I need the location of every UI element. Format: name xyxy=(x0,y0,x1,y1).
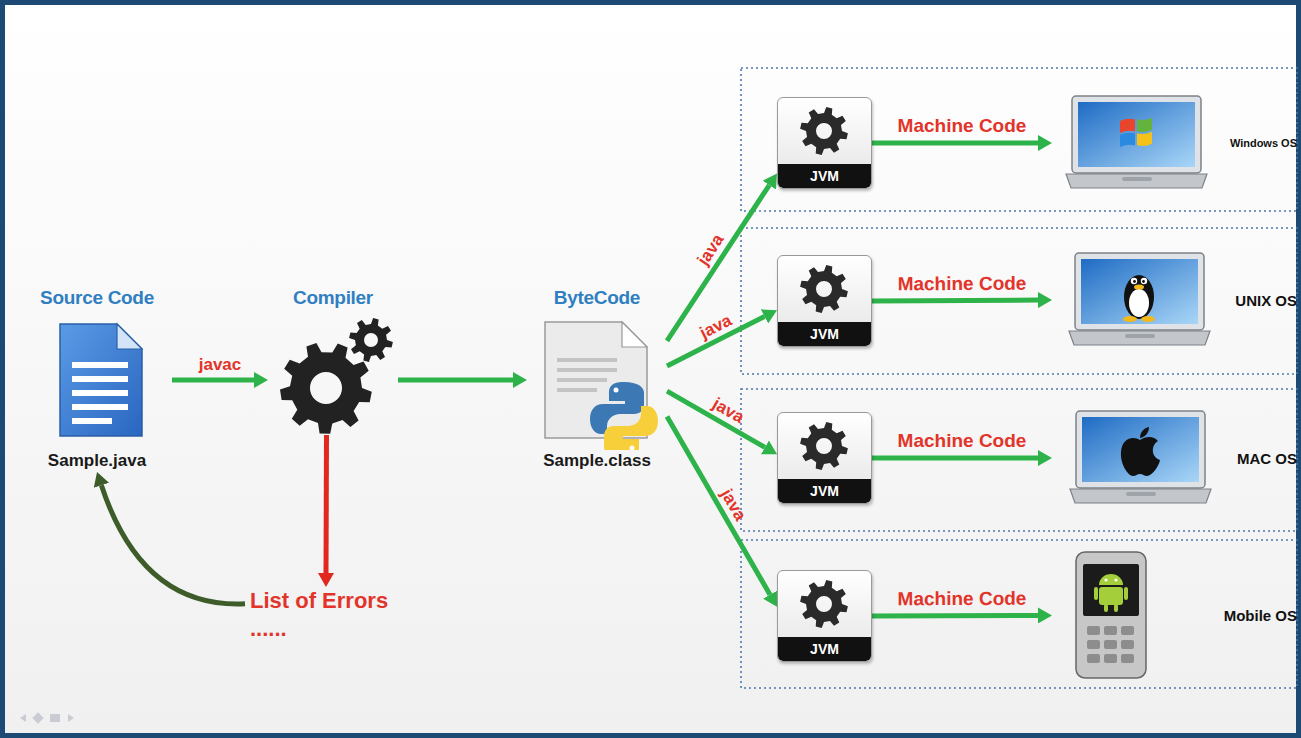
edge-label: java xyxy=(694,231,729,270)
jvm-label: JVM xyxy=(778,322,871,346)
bytecode-node: ByteCodeSample.class xyxy=(527,286,667,472)
device-icon xyxy=(1061,548,1206,683)
jvm-box: JVM xyxy=(777,570,872,662)
stage-heading: Compiler xyxy=(268,286,398,310)
flow-arrow xyxy=(872,141,1038,146)
edge-label: Machine Code xyxy=(897,588,1026,610)
os-device: Mobile OS xyxy=(1052,548,1297,683)
jvm-gear xyxy=(778,256,871,322)
slide-ground xyxy=(5,5,1296,733)
os-device: MAC OS xyxy=(1052,408,1297,508)
flow-arrow xyxy=(872,456,1038,461)
flow-arrow xyxy=(872,298,1038,304)
os-panels xyxy=(741,68,1297,688)
jvm-label: JVM xyxy=(778,637,871,661)
flow-arrow xyxy=(398,378,513,383)
flow-arrow xyxy=(667,416,770,594)
jvm-label: JVM xyxy=(778,479,871,503)
file-name: Sample.java xyxy=(22,450,172,472)
device-icon xyxy=(1067,250,1212,350)
class-file-icon xyxy=(527,310,667,450)
edge-label: Machine Code xyxy=(898,430,1027,452)
os-label: Windows OS xyxy=(1230,137,1297,149)
error-label: ...... xyxy=(245,615,425,643)
compiler-gears xyxy=(268,310,398,435)
flow-arrow xyxy=(172,378,254,383)
os-device: UNIX OS xyxy=(1052,250,1297,350)
edge-label: javac xyxy=(199,355,242,375)
device-icon xyxy=(1064,93,1209,193)
file-name: Sample.class xyxy=(527,450,667,472)
edge-label: java xyxy=(697,310,736,343)
nav-icons xyxy=(20,712,74,723)
jvm-box: JVM xyxy=(777,255,872,347)
edge-label: Machine Code xyxy=(897,272,1026,295)
flow-arrow xyxy=(101,485,245,604)
error-list: List of Errors...... xyxy=(245,587,425,643)
stage-heading: ByteCode xyxy=(527,286,667,310)
compiler-node: Compiler xyxy=(268,286,398,435)
stage-heading: Source Code xyxy=(22,286,172,310)
jvm-gear xyxy=(778,571,871,637)
jvm-box: JVM xyxy=(777,97,872,189)
error-label: List of Errors xyxy=(245,587,425,615)
os-label: Mobile OS xyxy=(1224,607,1297,624)
os-label: UNIX OS xyxy=(1235,292,1297,309)
flow-arrow xyxy=(324,435,330,573)
jvm-label: JVM xyxy=(778,164,871,188)
device-icon xyxy=(1068,408,1213,508)
edge-label: java xyxy=(709,395,748,429)
source-file-icon xyxy=(22,310,172,450)
jvm-box: JVM xyxy=(777,412,872,504)
os-label: MAC OS xyxy=(1237,450,1297,467)
edge-label: java xyxy=(716,486,750,525)
flow-arrow xyxy=(872,613,1038,619)
jvm-gear xyxy=(778,98,871,164)
edge-label: Machine Code xyxy=(898,115,1027,137)
jvm-gear xyxy=(778,413,871,479)
os-device: Windows OS xyxy=(1052,93,1297,193)
source-file-node: Source CodeSample.java xyxy=(22,286,172,472)
